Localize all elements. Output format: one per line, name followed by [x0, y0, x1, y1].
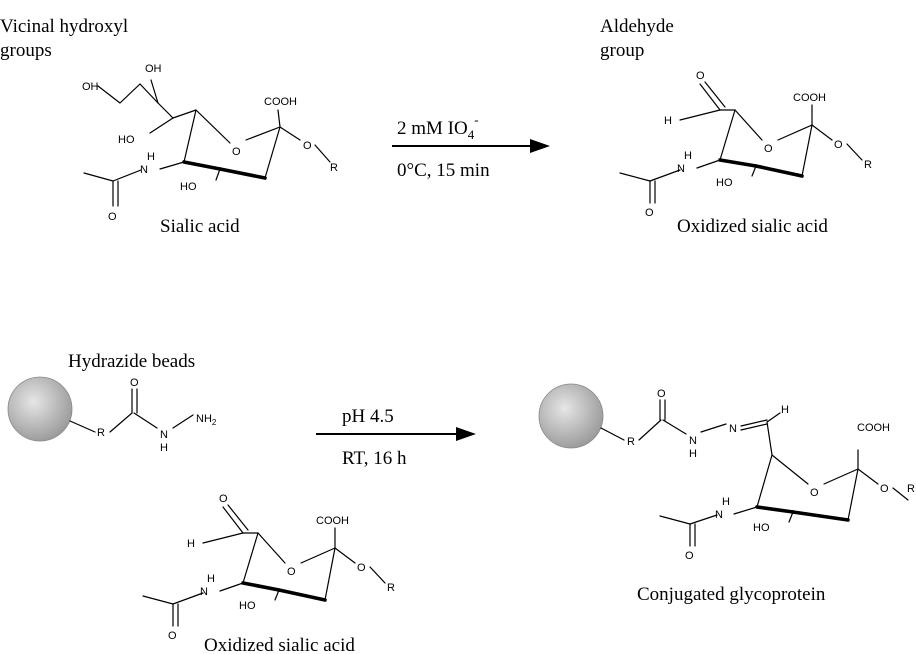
atom-nh-n-3: N	[200, 586, 208, 598]
atom-nh-h-2: H	[684, 150, 692, 162]
conditions-1: 0°C, 15 min	[397, 160, 490, 181]
label-oxidized-top: Oxidized sialic acid	[677, 216, 828, 237]
atom-nh-n-1: N	[140, 164, 148, 176]
atom-ho-2: HO	[180, 181, 197, 193]
hydrazide-linker	[69, 388, 194, 433]
atom-ring-o-2: O	[764, 143, 773, 155]
atom-o-3: O	[357, 562, 366, 574]
reaction-arrow-1	[392, 139, 550, 153]
atom-aldehyde-h-3: H	[187, 538, 195, 550]
atom-n-hydrazide: N	[160, 429, 168, 441]
atom-h-conj-1: H	[689, 448, 697, 460]
atom-ho-4: HO	[239, 600, 256, 612]
atom-cooh-1: COOH	[264, 96, 297, 108]
conditions-2-time: RT, 16 h	[342, 448, 407, 469]
atom-nh-h-3: H	[207, 573, 215, 585]
atom-ring-o-1: O	[232, 146, 241, 158]
atom-o-carbonyl-1: O	[108, 211, 117, 223]
label-conjugated: Conjugated glycoprotein	[637, 584, 826, 605]
reagent-periodate: 2 mM IO4-	[397, 112, 479, 142]
atom-o-carbonyl-3: O	[168, 630, 177, 642]
oxidized-sialic-acid-bottom	[142, 504, 386, 627]
atom-aldehyde-o-3: O	[219, 493, 228, 505]
atom-r-conj: R	[907, 483, 915, 495]
atom-o-conj: O	[880, 483, 889, 495]
atom-o-conj-carbonyl: O	[657, 388, 666, 400]
atom-ho-conj: HO	[753, 522, 770, 534]
atom-o-carbonyl-2: O	[645, 207, 654, 219]
atom-oh-1: OH	[82, 81, 99, 93]
atom-nh-n-2: N	[677, 163, 685, 175]
label-sialic-acid: Sialic acid	[160, 216, 240, 237]
atom-ring-o-3: O	[287, 566, 296, 578]
atom-r-1: R	[330, 162, 338, 174]
atom-nh-h-1: H	[147, 151, 155, 163]
vicinal-label-line2: groups	[0, 40, 52, 61]
atom-oh-2: OH	[145, 63, 162, 75]
atom-aldehyde-o-1: O	[696, 70, 705, 82]
atom-r-3: R	[387, 582, 395, 594]
conjugated-bead	[538, 383, 604, 449]
atom-cooh-2: COOH	[793, 92, 826, 104]
label-hydrazide-beads: Hydrazide beads	[68, 351, 195, 372]
oxidized-sialic-acid-top	[619, 81, 863, 204]
label-oxidized-bottom: Oxidized sialic acid	[204, 635, 355, 654]
atom-cooh-conj: COOH	[857, 422, 890, 434]
atom-nh-n-conj: N	[715, 509, 723, 521]
sialic-acid-structure	[83, 79, 331, 207]
atom-o-2: O	[834, 139, 843, 151]
conjugated-glycoprotein-structure	[600, 399, 909, 547]
atom-h-imine: H	[781, 404, 789, 416]
aldehyde-label-line2: group	[600, 40, 644, 61]
atom-n-conj-2: N	[729, 423, 737, 435]
atom-ho-1: HO	[118, 134, 135, 146]
atom-aldehyde-h-1: H	[664, 115, 672, 127]
atom-o-hydrazide: O	[130, 377, 139, 389]
atom-o-carbonyl-conj: O	[685, 550, 694, 562]
atom-ho-3: HO	[716, 177, 733, 189]
atom-ring-o-conj: O	[810, 487, 819, 499]
conditions-2-ph: pH 4.5	[342, 406, 394, 427]
aldehyde-label-line1: Aldehyde	[600, 16, 674, 37]
atom-n-conj-1: N	[689, 435, 697, 447]
vicinal-label-line1: Vicinal hydroxyl	[0, 16, 128, 37]
atom-nh-h-conj: H	[722, 496, 730, 508]
reaction-arrow-2	[316, 427, 476, 441]
atom-r-2: R	[864, 159, 872, 171]
atom-r-bead-2: R	[627, 436, 635, 448]
atom-h-hydrazide: H	[160, 442, 168, 454]
atom-nh2: NH2	[196, 413, 217, 427]
atom-o-1: O	[303, 140, 312, 152]
atom-r-bead-1: R	[97, 427, 105, 439]
hydrazide-bead	[7, 376, 73, 442]
atom-cooh-3: COOH	[316, 515, 349, 527]
